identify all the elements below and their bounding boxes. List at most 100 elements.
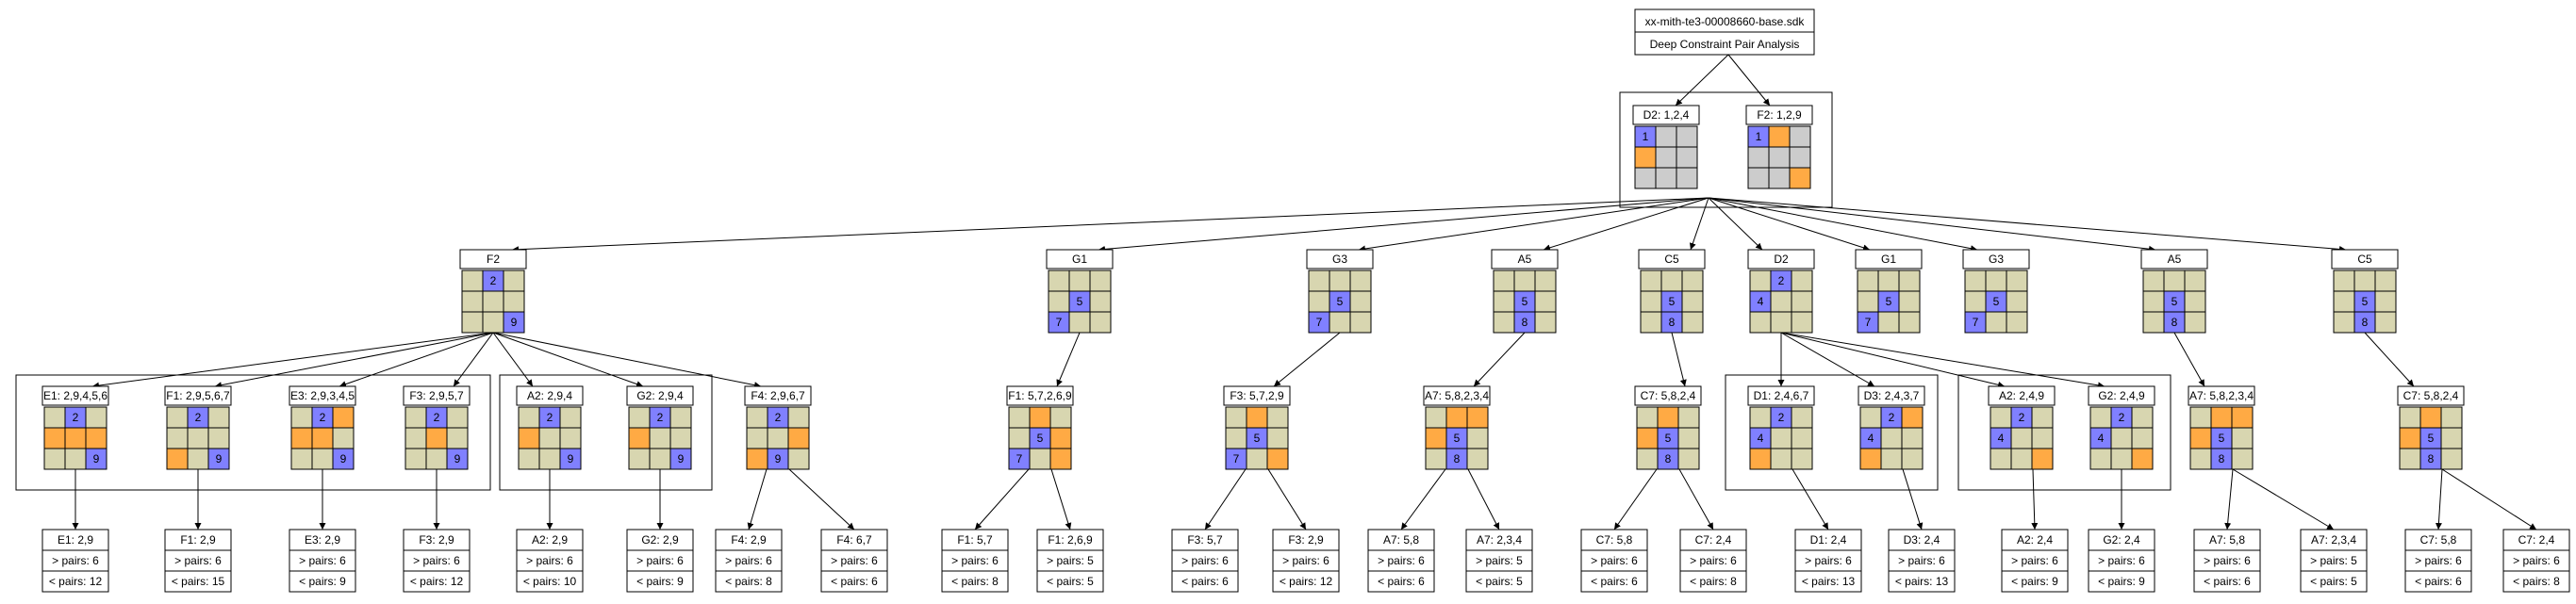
grid-cell	[1877, 269, 1900, 292]
greater-pairs: > pairs: 6	[2204, 554, 2251, 567]
edge-arrow	[1467, 468, 1500, 531]
less-pairs-box	[2001, 570, 2069, 593]
greater-pairs: > pairs: 6	[1378, 554, 1425, 567]
edge-arrow	[1727, 54, 1771, 106]
less-pairs: < pairs: 6	[1181, 575, 1229, 588]
grid-cell	[1791, 406, 1813, 429]
grid-cell	[1640, 290, 1662, 313]
grid-cell	[405, 406, 427, 429]
grid-cell	[1985, 311, 2007, 334]
cell-digit: 1	[1756, 130, 1762, 143]
grid-cell	[187, 448, 209, 470]
cell-digit: 2	[490, 274, 497, 287]
level2-node: C7: 5,8,2,458	[1634, 385, 1702, 470]
greater-pairs: > pairs: 6	[951, 554, 999, 567]
grid-cell	[1513, 269, 1536, 292]
grid-cell	[1089, 269, 1112, 292]
leaf-node: F4: 6,7> pairs: 6< pairs: 6	[820, 529, 888, 593]
grid-cell	[43, 406, 66, 429]
node-label: E1: 2,9,4,5,6	[43, 389, 107, 402]
level2-node: D3: 2,4,3,724	[1858, 385, 1925, 470]
greater-pairs: > pairs: 6	[52, 554, 99, 567]
node-label-box	[2140, 249, 2208, 269]
less-pairs: < pairs: 13	[1895, 575, 1949, 588]
grid-cell	[2333, 311, 2355, 334]
less-pairs: < pairs: 9	[636, 575, 684, 588]
node-label: A7: 5,8,2,3,4	[2189, 389, 2254, 402]
edge-arrow	[91, 332, 494, 389]
node-label-box	[1745, 105, 1813, 125]
node-label-box	[1747, 249, 1815, 269]
leaf-label: A7: 5,8	[2209, 533, 2245, 547]
grid-cell	[1749, 448, 1772, 470]
cell-digit: 8	[2219, 452, 2225, 465]
node-label-box	[1423, 385, 1491, 406]
cell-digit: 5	[1665, 432, 1672, 445]
less-pairs: < pairs: 6	[831, 575, 878, 588]
edge-arrow	[1708, 197, 1871, 252]
edge-arrow	[788, 468, 855, 531]
grid-cell	[1901, 448, 1924, 470]
level2-node: A2: 2,9,429	[516, 385, 584, 470]
grid-cell	[2031, 448, 2054, 470]
grid-cell	[425, 427, 448, 449]
cell-digit: 2	[73, 411, 79, 424]
grid-cell	[1791, 448, 1813, 470]
grid-cell	[2231, 427, 2254, 449]
less-pairs: < pairs: 12	[49, 575, 103, 588]
grid-cell	[2031, 406, 2054, 429]
grid-cell	[2333, 269, 2355, 292]
cell-digit: 8	[2428, 452, 2435, 465]
less-pairs-box	[41, 570, 109, 593]
grid-cell	[1640, 311, 1662, 334]
greater-pairs: > pairs: 6	[1898, 554, 1945, 567]
node-label: C7: 5,8,2,4	[2403, 389, 2459, 402]
edge-arrow	[1708, 197, 2156, 253]
level2-node: E3: 2,9,3,4,529	[289, 385, 356, 470]
cluster-group	[15, 91, 2171, 491]
grid-cell	[1493, 269, 1515, 292]
edge-arrow	[2224, 468, 2234, 531]
cell-digit: 9	[216, 452, 223, 465]
grid-cell	[2184, 311, 2206, 334]
grid-cell	[2189, 427, 2212, 449]
level2-node: F3: 2,9,5,729	[403, 385, 471, 470]
leaf-label: F1: 5,7	[957, 533, 993, 547]
edge-arrow	[1792, 468, 1829, 531]
grid-cell	[1681, 269, 1704, 292]
grid-cell	[2006, 311, 2028, 334]
cell-digit: 5	[2171, 295, 2178, 308]
leaf-node: F3: 2,9> pairs: 6< pairs: 12	[403, 529, 471, 593]
node-label-box	[41, 385, 109, 406]
grid-cell	[787, 427, 810, 449]
less-pairs-box	[164, 570, 232, 593]
grid-cell	[1636, 427, 1659, 449]
grid-cell	[1768, 146, 1791, 169]
node-label-box	[1046, 249, 1114, 269]
cell-digit: 5	[2219, 432, 2225, 445]
node-label-box	[1988, 385, 2056, 406]
cell-digit: 9	[511, 316, 518, 329]
edge-arrow	[492, 332, 534, 387]
grid-cell	[1049, 406, 1072, 429]
leaf-node: A7: 5,8> pairs: 6< pairs: 6	[1367, 529, 1435, 593]
node-label-box	[1006, 385, 1074, 406]
grid-cell	[1246, 406, 1268, 429]
less-pairs: < pairs: 13	[1802, 575, 1856, 588]
grid-cell	[207, 427, 230, 449]
less-pairs-box	[626, 570, 694, 593]
level2-node: F4: 2,9,6,729	[744, 385, 812, 470]
less-pairs: < pairs: 12	[1280, 575, 1333, 588]
node-label-box	[1858, 385, 1925, 406]
grid-cell	[166, 427, 189, 449]
grid-cell	[1534, 290, 1557, 313]
less-pairs: < pairs: 5	[2310, 575, 2357, 588]
edge-arrow	[214, 332, 494, 389]
cell-digit: 8	[1665, 452, 1672, 465]
grid-cell	[207, 448, 230, 470]
grid-cell	[1445, 406, 1468, 429]
